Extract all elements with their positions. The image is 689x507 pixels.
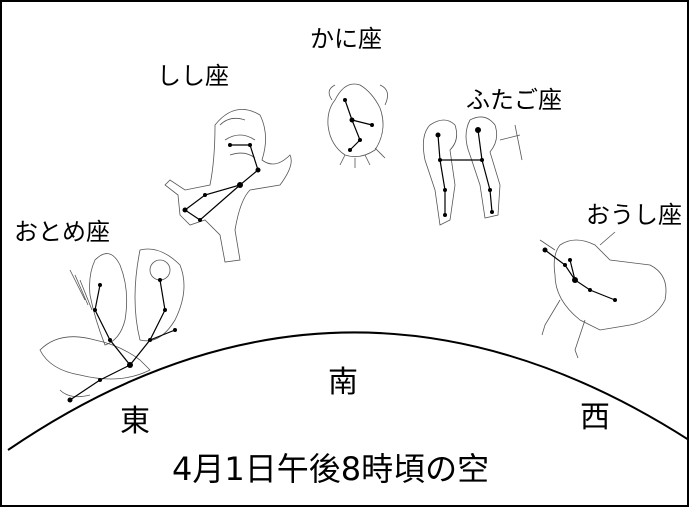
cancer-label: かに座 [310,25,382,53]
leo-label: しし座 [157,62,229,90]
gemini-figure [422,116,523,226]
virgo-figure [39,248,185,403]
south-label: 南 [328,365,358,400]
taurus-figure [539,231,667,359]
taurus-label: おうし座 [586,201,682,229]
diagram-caption: 4月1日午後8時頃の空 [172,450,490,488]
west-label: 西 [580,400,610,435]
virgo-label: おとめ座 [14,218,110,246]
east-label: 東 [120,404,150,439]
horizon-arc [7,331,689,451]
cancer-figure [327,83,388,168]
leo-figure [164,108,292,263]
gemini-label: ふたご座 [466,86,562,114]
